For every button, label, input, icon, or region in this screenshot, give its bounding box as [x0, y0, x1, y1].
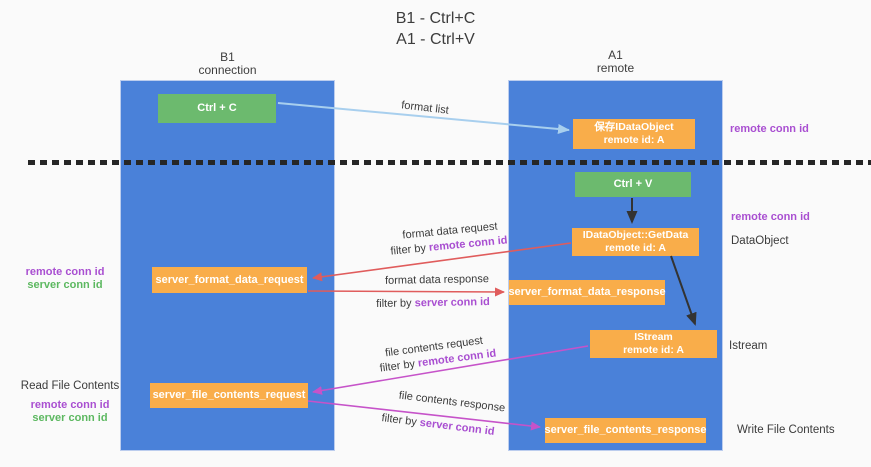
left-conn-id-block-upper: remote conn id server conn id: [22, 266, 108, 292]
istream-box: IStream remote id: A: [590, 330, 717, 358]
server-format-data-response-label: server_format_data_response: [508, 286, 666, 298]
column-header-b1-name: B1: [220, 50, 235, 64]
format-data-response-arrow: [307, 287, 505, 297]
filter-by-server-conn-id-annotation-1: filter by server conn id: [376, 296, 490, 310]
istream-line1: IStream: [634, 331, 673, 343]
column-header-b1: B1 connection: [120, 51, 335, 77]
remote-conn-id-label-upper-left: remote conn id: [25, 266, 105, 278]
column-header-b1-sub: connection: [198, 63, 257, 77]
idataobject-getdata-line2: remote id: A: [605, 242, 666, 254]
remote-conn-id-label-lower-left: remote conn id: [30, 399, 110, 411]
filter-by-server-conn-id-annotation-2: filter by server conn id: [381, 412, 495, 438]
write-file-contents-label: Write File Contents: [737, 424, 835, 436]
save-idataobject-line1: 保存IDataObject: [594, 121, 674, 133]
server-conn-id-label-upper-left: server conn id: [27, 279, 103, 291]
server-format-data-request-box: server_format_data_request: [152, 267, 307, 293]
ctrl-v-box: Ctrl + V: [575, 172, 691, 197]
title-line-1: B1 - Ctrl+C: [395, 10, 476, 27]
istream-line2: remote id: A: [623, 344, 684, 356]
dataobject-label: DataObject: [731, 235, 789, 247]
filter-value-2: server conn id: [414, 296, 490, 310]
copy-paste-divider-dashed-line: [28, 160, 871, 165]
ctrl-c-box: Ctrl + C: [158, 94, 276, 123]
remote-conn-id-label-top-right: remote conn id: [730, 123, 809, 135]
filter-prefix-2: filter by: [376, 297, 415, 310]
server-file-contents-request-label: server_file_contents_request: [152, 389, 306, 401]
istream-side-label: Istream: [729, 340, 768, 352]
file-contents-response-annotation: file contents response: [398, 389, 506, 415]
format-data-response-annotation: format data response: [384, 273, 490, 287]
filter-prefix-3: filter by: [379, 357, 419, 375]
filter-prefix-1: filter by: [390, 241, 430, 258]
remote-conn-id-label-mid-right: remote conn id: [731, 211, 810, 223]
left-conn-id-block-lower: Read File Contents remote conn id server…: [16, 380, 124, 425]
filter-value-4: server conn id: [419, 416, 496, 438]
server-format-data-response-box: server_format_data_response: [508, 280, 666, 305]
idataobject-getdata-box: IDataObject::GetData remote id: A: [572, 228, 699, 256]
save-idataobject-line2: remote id: A: [603, 134, 665, 146]
filter-prefix-4: filter by: [380, 412, 421, 429]
read-file-contents-label: Read File Contents: [20, 380, 120, 392]
server-file-contents-request-box: server_file_contents_request: [150, 383, 308, 408]
server-file-contents-response-label: server_file_contents_response: [544, 424, 707, 436]
format-list-annotation: format list: [400, 99, 450, 117]
title-line-2: A1 - Ctrl+V: [396, 31, 475, 48]
column-header-a1-name: A1: [608, 48, 623, 62]
ctrl-c-label: Ctrl + C: [197, 102, 237, 114]
server-file-contents-response-box: server_file_contents_response: [544, 418, 707, 443]
diagram-title: B1 - Ctrl+C A1 - Ctrl+V: [0, 8, 871, 50]
ctrl-v-label: Ctrl + V: [613, 178, 653, 190]
column-header-a1: A1 remote: [508, 49, 723, 75]
server-conn-id-label-lower-left: server conn id: [32, 412, 108, 424]
save-idataobject-box: 保存IDataObject remote id: A: [573, 119, 695, 149]
idataobject-getdata-line1: IDataObject::GetData: [582, 229, 689, 241]
server-format-data-request-label: server_format_data_request: [155, 273, 304, 286]
column-header-a1-sub: remote: [596, 61, 635, 75]
